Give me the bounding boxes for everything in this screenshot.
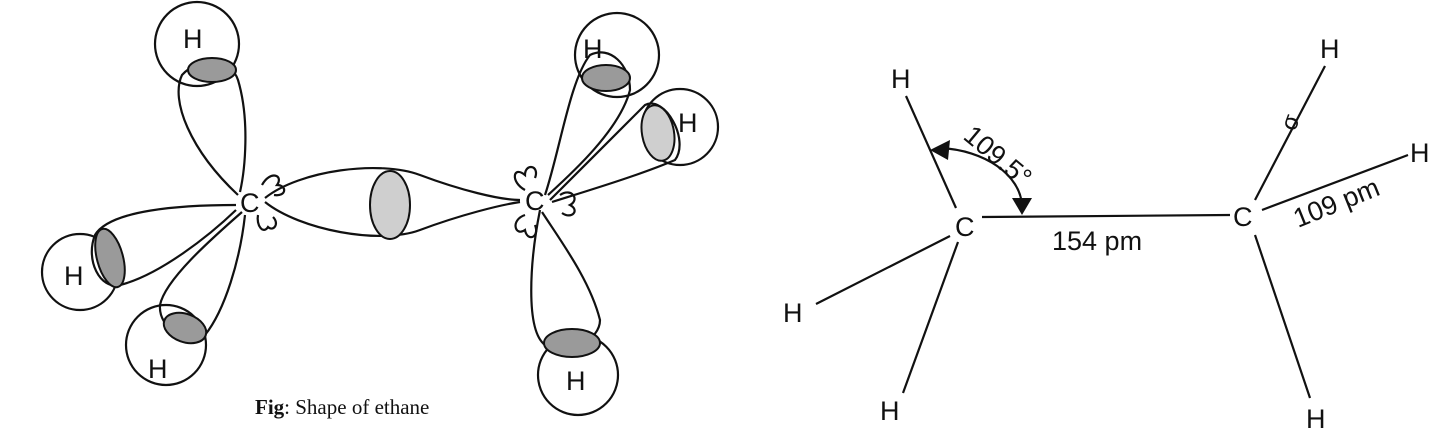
sp3-lobe — [530, 209, 602, 350]
hydrogen-label: H — [583, 34, 603, 64]
hydrogen-label: H — [1410, 138, 1430, 168]
sp3-lobe — [543, 51, 632, 196]
arrow-head-icon — [930, 140, 950, 160]
h-orbital-top-right — [573, 11, 661, 99]
small-back-lobe — [514, 213, 538, 239]
small-back-lobe — [261, 174, 286, 197]
hydrogen-label: H — [1320, 34, 1340, 64]
small-back-lobe — [559, 191, 576, 217]
hydrogen-label: H — [64, 261, 84, 291]
ch-bond — [1261, 153, 1409, 212]
hydrogen-label: H — [183, 24, 203, 54]
hydrogen-label: H — [783, 298, 803, 328]
ch-bond — [904, 95, 958, 209]
cc-sigma-lobe — [264, 166, 521, 202]
hydrogen-label: H — [678, 108, 698, 138]
small-back-lobe — [256, 214, 277, 231]
ch-overlap-region — [187, 57, 237, 83]
hydrogen-label: H — [891, 64, 911, 94]
hydrogen-label: H — [880, 396, 900, 426]
sp3-lobe — [90, 203, 237, 287]
ch-overlap-region — [94, 227, 126, 289]
bond-angle-arc — [939, 146, 1024, 206]
orbital-diagram: C C H H H H H H Fig: Shape of ethane — [40, 0, 720, 419]
ch-bond — [815, 235, 951, 305]
ch-bond — [1254, 65, 1326, 201]
hydrogen-label: H — [148, 354, 168, 384]
ch-overlap-region — [162, 311, 208, 345]
cc-bond-length-label: 154 pm — [1052, 226, 1142, 256]
ch-overlap-region — [543, 328, 601, 358]
carbon-label: C — [240, 188, 260, 218]
cc-bond — [981, 213, 1231, 219]
h-orbital-bottom-left — [124, 303, 208, 387]
hydrogen-label: H — [1306, 404, 1326, 434]
ch-bond — [1253, 234, 1312, 399]
caption-text: : Shape of ethane — [284, 395, 429, 419]
cc-overlap-region — [369, 170, 411, 240]
ch-bond — [901, 241, 960, 394]
sp3-lobe — [549, 102, 681, 204]
figure-caption: Fig: Shape of ethane — [255, 395, 429, 419]
caption-bold: Fig — [255, 395, 285, 419]
cc-sigma-lobe — [264, 200, 521, 237]
ch-overlap-region — [581, 64, 631, 92]
arrow-head-icon — [1012, 198, 1032, 215]
sigma-label: σ — [1275, 111, 1306, 134]
carbon-label: C — [525, 186, 545, 216]
carbon-label: C — [955, 212, 975, 242]
h-orbital-top-left — [153, 0, 241, 88]
carbon-label: C — [1233, 202, 1253, 232]
hydrogen-label: H — [566, 366, 586, 396]
structure-diagram: 109.5° 154 pm 109 pm σ C C H H H H H H — [783, 34, 1430, 434]
ch-overlap-region — [640, 104, 676, 162]
small-back-lobe — [513, 166, 538, 191]
bond-angle-label: 109.5° — [958, 120, 1037, 193]
